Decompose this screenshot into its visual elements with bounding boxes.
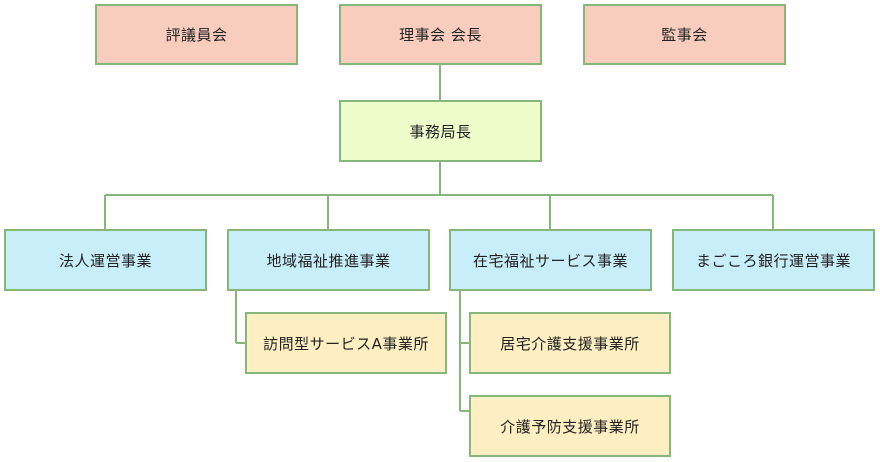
secretary-general-box: 事務局長 [339,100,542,162]
office-care-prevention-box: 介護予防支援事業所 [469,395,671,457]
dept-home-welfare-box: 在宅福祉サービス事業 [449,229,652,291]
council-box: 評議員会 [95,4,298,65]
auditors-box: 監事会 [583,4,786,65]
dept-corporate-box: 法人運営事業 [4,229,207,291]
office-home-care-support-box: 居宅介護支援事業所 [469,312,671,374]
dept-community-box: 地域福祉推進事業 [227,229,430,291]
board-chair-box: 理事会 会長 [339,4,542,65]
dept-magokoro-bank-box: まごころ銀行運営事業 [672,229,875,291]
office-visiting-service-box: 訪問型サービスA事業所 [245,312,447,374]
